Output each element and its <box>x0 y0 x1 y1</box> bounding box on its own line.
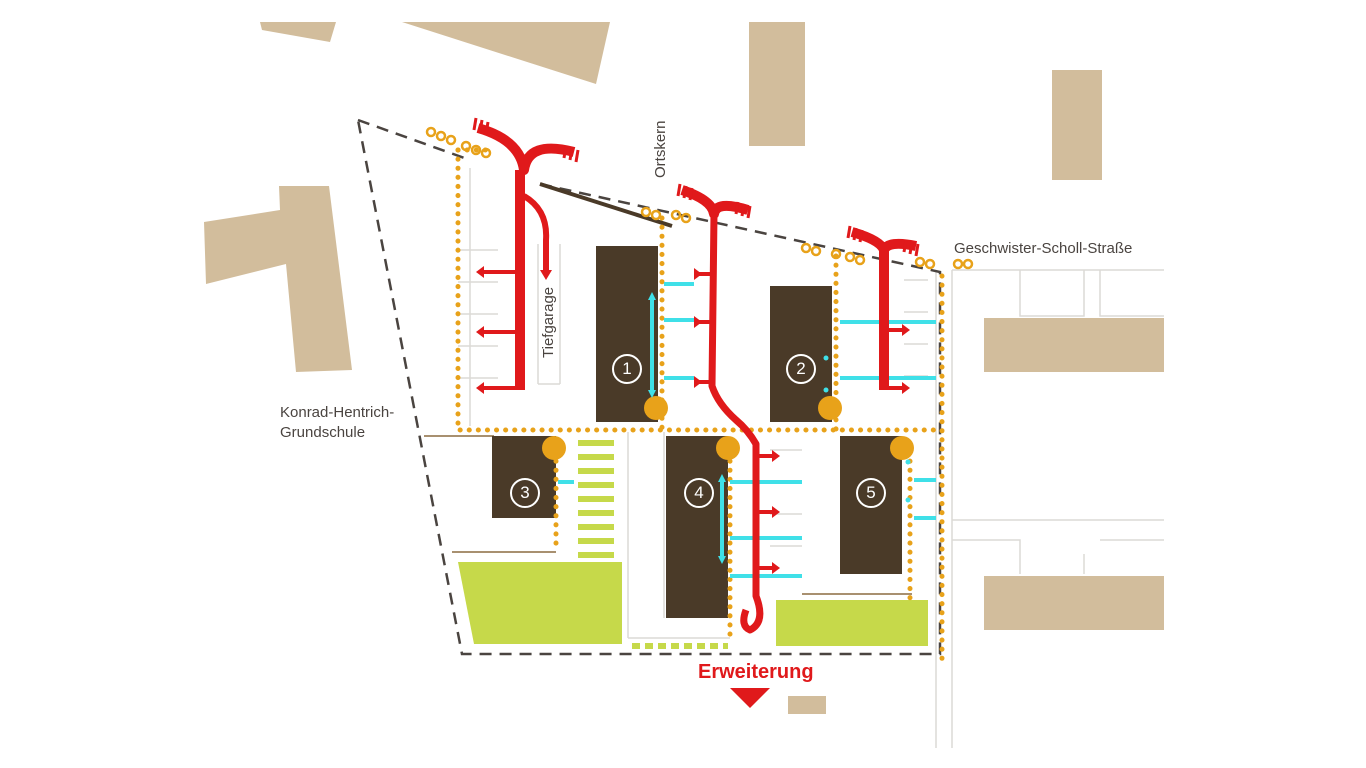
building-number-4: 4 <box>684 478 714 508</box>
neighbor-building <box>788 696 826 714</box>
entrance-icon <box>716 436 740 460</box>
street-outlines <box>458 168 1164 748</box>
neighbor-building <box>984 318 1164 372</box>
neighbor-building <box>984 576 1164 630</box>
green-area <box>776 600 928 646</box>
property-lines <box>424 435 912 595</box>
vehicle-arrows <box>476 266 910 574</box>
extension-label: Erweiterung <box>698 661 814 683</box>
building-4 <box>666 436 728 618</box>
site-boundary <box>356 118 942 656</box>
neighbor-building <box>749 22 805 146</box>
vehicle-access <box>476 123 918 634</box>
neighbor-building <box>1052 70 1102 180</box>
neighbor-buildings <box>204 22 1164 714</box>
north-wall <box>539 182 673 228</box>
pedestrian-paths <box>455 147 945 663</box>
building-number-2: 2 <box>786 354 816 384</box>
road-entry-stripes <box>472 117 920 257</box>
entrance-icon <box>644 396 668 420</box>
building-number-5: 5 <box>856 478 886 508</box>
green-areas <box>458 562 928 646</box>
neighbor-building <box>402 22 610 84</box>
new-buildings <box>492 246 902 618</box>
entrance-icon <box>818 396 842 420</box>
school-label-line1: Konrad-Hentrich- <box>280 404 395 421</box>
building-number-3: 3 <box>510 478 540 508</box>
green-area <box>458 562 622 644</box>
school-label-line2: Grundschule <box>280 424 366 441</box>
building-1 <box>596 246 658 422</box>
green-stripes <box>578 440 728 649</box>
pedestrian-entrances <box>425 126 974 270</box>
ortskern-label: Ortskern <box>652 120 669 178</box>
entrance-icon <box>890 436 914 460</box>
street-label: Geschwister-Scholl-Straße <box>954 240 1133 257</box>
building-number-1: 1 <box>612 354 642 384</box>
entrance-markers <box>542 396 914 460</box>
garage-label: Tiefgarage <box>540 286 557 358</box>
neighbor-building <box>204 186 352 372</box>
bicycle-dots <box>648 292 911 564</box>
neighbor-building <box>260 22 336 42</box>
entrance-icon <box>542 436 566 460</box>
triangle-down-icon <box>730 688 770 708</box>
